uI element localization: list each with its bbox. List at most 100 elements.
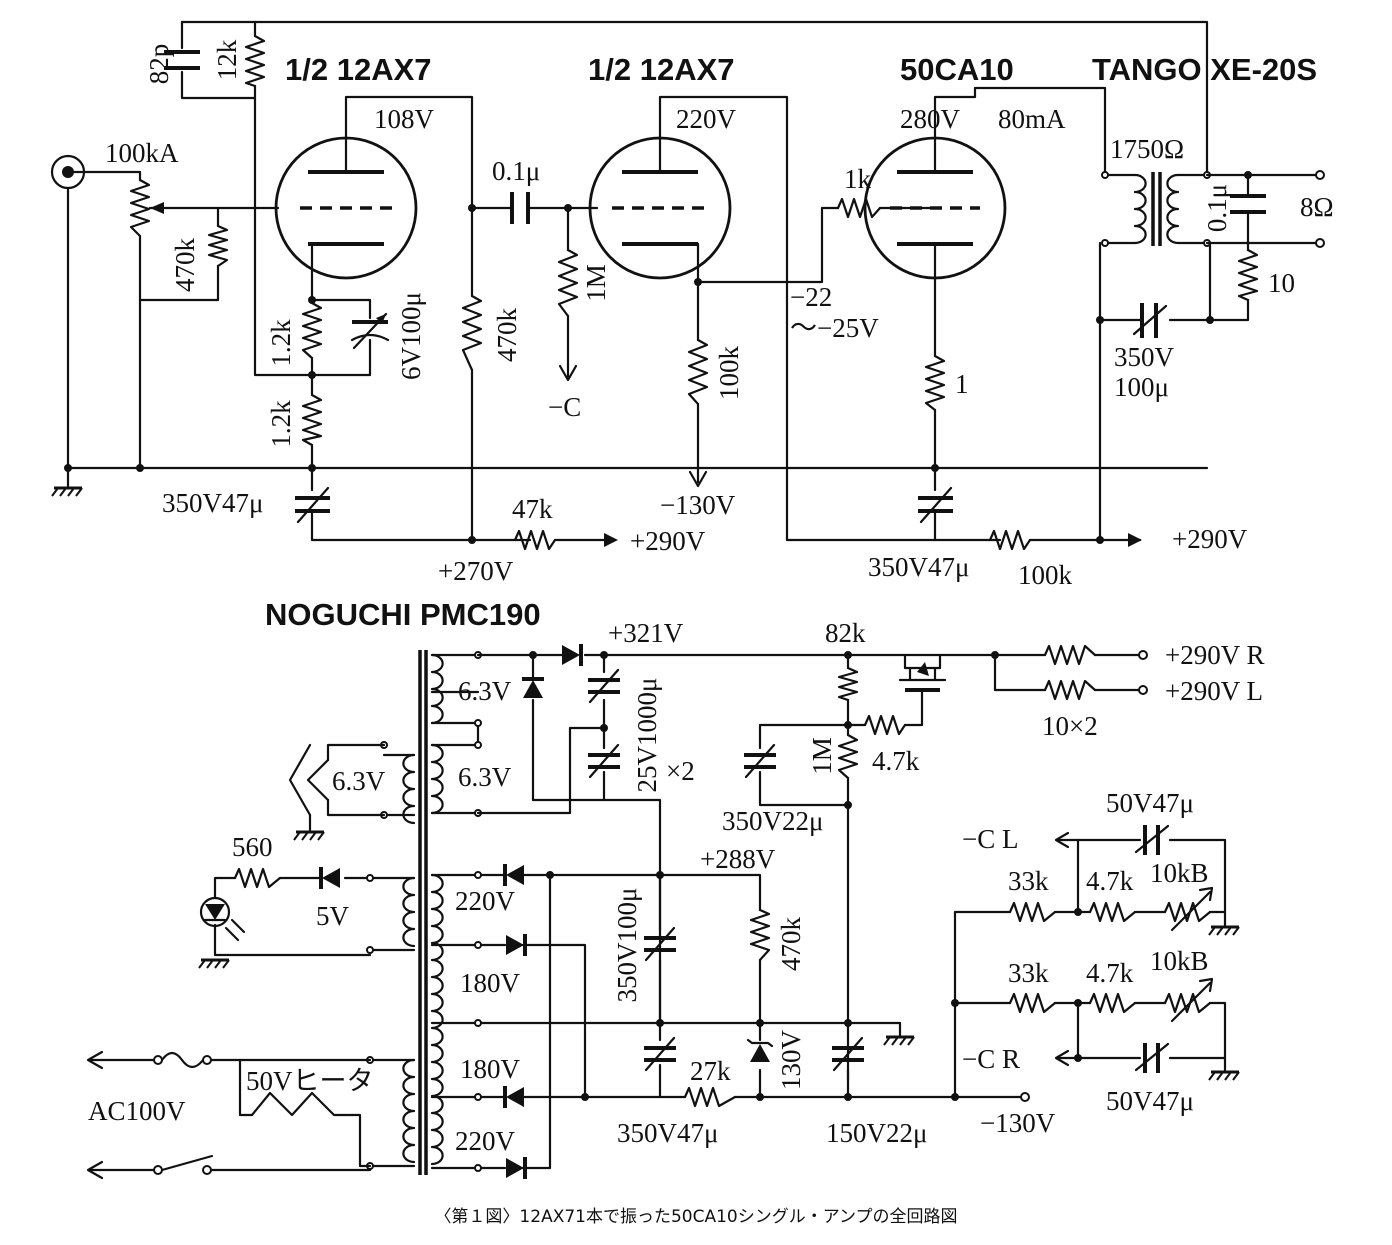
label-neg-cl: −C L [962, 824, 1018, 854]
resistor-470k-plate1 [461, 294, 483, 372]
label-1750-ohm: 1750Ω [1110, 134, 1184, 164]
label-4.7k-r: 4.7k [1086, 958, 1134, 988]
capacitor-25v1000u-a [588, 668, 620, 704]
label-150v22u: 150V22μ [826, 1118, 927, 1148]
diode-6.3v-return [522, 677, 544, 698]
resistor-100k-cathode [687, 338, 709, 406]
resistor-470k-input [207, 224, 229, 268]
heading-tube3: 50CA10 [900, 52, 1014, 87]
label-neg-c: −C [548, 392, 581, 422]
label-290v-r: +290V R [1165, 640, 1265, 670]
amplifier-section [50, 20, 1325, 551]
resistor-4.7k-gate [863, 714, 907, 736]
label-neg-cr: −C R [962, 1044, 1020, 1074]
figure-caption: 〈第１図〉12AX71本で振った50CA10シングル・アンプの全回路図 [434, 1207, 957, 1227]
label-280v: 280V [900, 104, 961, 134]
label-ac100v: AC100V [88, 1096, 186, 1126]
diode-220v-a [503, 864, 524, 886]
speaker-terminal-gnd[interactable] [1315, 238, 1325, 248]
diode-180v-a [506, 934, 527, 956]
led-indicator [199, 896, 246, 942]
output-transformer [1103, 172, 1209, 246]
label-1m: 1M [581, 264, 611, 302]
label-220v-b: 220V [455, 1126, 516, 1156]
capacitor-150v22u [832, 1036, 864, 1072]
volume-pot-100ka[interactable] [129, 178, 151, 238]
resistor-33k-l [1008, 901, 1057, 923]
capacitor-350v47u-psu [644, 1036, 676, 1072]
label-12k: 12k [212, 39, 242, 80]
label-350v100u: 350V100μ [612, 888, 642, 1003]
label-290v-l: +290V L [1165, 676, 1263, 706]
label-290v-b: +290V [1172, 524, 1248, 554]
terminal-290v-l[interactable] [1138, 685, 1148, 695]
fuse [153, 1051, 212, 1069]
heater-50v [250, 1091, 354, 1117]
capacitor-50v47u-l [1134, 824, 1170, 855]
resistor-1k-grid-stopper [836, 197, 882, 219]
label-6v100u: 6V100μ [396, 292, 426, 380]
label-50v47u-r: 50V47μ [1106, 1086, 1194, 1116]
capacitor-0.1u-output [1230, 194, 1266, 214]
label-50v-heater: 50Vヒータ [246, 1066, 374, 1096]
speaker-terminal-hot[interactable] [1315, 170, 1325, 180]
resistor-10-r [1043, 644, 1097, 666]
diode-220v-b [506, 1157, 527, 1179]
label-470k-input: 470k [170, 238, 200, 293]
label-288v: +288V [700, 844, 776, 874]
resistor-1m-regulator [837, 733, 859, 780]
label-6.3v-b: 6.3V [458, 762, 512, 792]
resistor-4.7k-l [1088, 901, 1137, 923]
label-100u: 100μ [1114, 372, 1169, 402]
label-10kb-r: 10kB [1150, 946, 1209, 976]
label-33k-l: 33k [1008, 866, 1049, 896]
resistor-10-l [1043, 679, 1097, 701]
resistor-560 [233, 867, 282, 889]
label-47k: 47k [512, 494, 553, 524]
resistor-10-ohm [1237, 248, 1259, 302]
capacitor-82p [164, 50, 200, 70]
label-180v-a: 180V [460, 968, 521, 998]
trimmer-10kb-r[interactable] [1163, 977, 1214, 1023]
capacitor-25v1000u-b [588, 743, 620, 779]
resistor-12k [244, 34, 266, 88]
label-80ma: 80mA [998, 104, 1066, 134]
label-8-ohm: 8Ω [1300, 192, 1334, 222]
trimmer-10kb-l[interactable] [1163, 886, 1214, 932]
heading-tube2: 1/2 12AX7 [588, 52, 735, 87]
heading-power-transformer: NOGUCHI PMC190 [265, 597, 541, 632]
label-100k-cathode: 100k [714, 346, 744, 401]
resistor-33k-r [1008, 992, 1057, 1014]
label-4.7k-l: 4.7k [1086, 866, 1134, 896]
label-180v-b: 180V [460, 1054, 521, 1084]
label-220v-a: 220V [455, 886, 516, 916]
diode-180v-b [503, 1086, 524, 1108]
label-neg22: −22 [790, 282, 832, 312]
label-5v: 5V [316, 901, 350, 931]
label-350v22u: 350V22μ [722, 806, 823, 836]
label-470k-plate: 470k [492, 308, 522, 363]
label-1m-reg: 1M [807, 737, 837, 775]
mosfet-regulator [898, 653, 947, 692]
diode-5v [319, 867, 340, 889]
label-33k-r: 33k [1008, 958, 1049, 988]
label-1k: 1k [844, 164, 872, 194]
heater-6.3v-symbol [288, 743, 330, 817]
label-82p: 82p [144, 44, 174, 85]
heading-tube1: 1/2 12AX7 [285, 52, 432, 87]
terminal-290v-r[interactable] [1138, 650, 1148, 660]
resistor-100k-decoupling [988, 529, 1032, 551]
label-neg130v-psu: −130V [980, 1108, 1056, 1138]
resistor-82k [837, 666, 859, 702]
label-0.1u: 0.1μ [492, 156, 540, 186]
label-350v47u-a: 350V47μ [162, 488, 263, 518]
label-10kb-l: 10kB [1150, 858, 1209, 888]
label-1.2k-b: 1.2k [266, 400, 296, 448]
label-82k: 82k [825, 618, 866, 648]
terminal-neg130v[interactable] [1020, 1092, 1030, 1102]
capacitor-6v100u [350, 312, 390, 350]
label-1.2k-a: 1.2k [266, 319, 296, 367]
label-108v: 108V [374, 104, 435, 134]
resistor-27k [683, 1086, 737, 1108]
power-switch[interactable] [153, 1154, 214, 1175]
